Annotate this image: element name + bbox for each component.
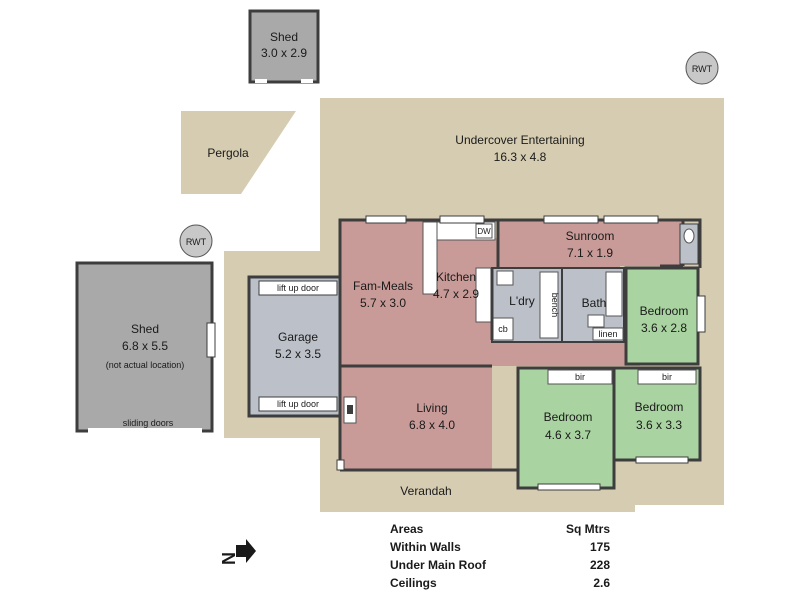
north-arrow: N	[218, 539, 256, 565]
shed-left-name: Shed	[131, 322, 159, 336]
living-size: 6.8 x 4.0	[409, 418, 455, 432]
areas-header: Areas Sq Mtrs	[390, 520, 610, 538]
living-name: Living	[416, 401, 447, 415]
bedroom-3-size: 3.6 x 3.3	[636, 418, 682, 432]
areas-row: Within Walls 175	[390, 538, 610, 556]
shed-left-note: (not actual location)	[106, 360, 185, 370]
areas-row: Under Main Roof 228	[390, 556, 610, 574]
rwt-right-label: RWT	[692, 64, 713, 74]
fam-meals-name: Fam-Meals	[353, 279, 413, 293]
undercover-entertaining: Undercover Entertaining 16.3 x 4.8	[320, 98, 724, 197]
bedroom-2-size: 4.6 x 3.7	[545, 428, 591, 442]
garage-name: Garage	[278, 330, 318, 344]
rwt-right: RWT	[685, 51, 719, 85]
bedroom-3-bir: bir	[662, 372, 672, 382]
bedroom-2: bir Bedroom 4.6 x 3.7	[516, 366, 616, 491]
rwt-left: RWT	[179, 224, 213, 258]
areas-row-value: 228	[589, 558, 610, 572]
areas-row-label: Within Walls	[390, 540, 461, 554]
garage-size: 5.2 x 3.5	[275, 347, 321, 361]
areas-row-label: Ceilings	[390, 576, 437, 590]
shed-top: Shed 3.0 x 2.9	[248, 9, 320, 84]
sunroom-name: Sunroom	[566, 229, 615, 243]
areas-row-label: Under Main Roof	[390, 558, 486, 572]
windows	[336, 215, 659, 471]
areas-header-label: Areas	[390, 522, 424, 536]
shed-top-name: Shed	[270, 30, 298, 44]
fam-meals-size: 5.7 x 3.0	[360, 296, 406, 310]
bedroom-1: Bedroom 3.6 x 2.8	[624, 266, 706, 366]
hallway	[492, 342, 640, 366]
bath: Bath linen	[561, 267, 625, 343]
ldry-name: L'dry	[509, 294, 535, 308]
bedroom-1-name: Bedroom	[640, 304, 689, 318]
kitchen-size: 4.7 x 2.9	[433, 287, 479, 301]
areas-row-value: 175	[589, 540, 610, 554]
areas-table: Areas Sq Mtrs Within Walls 175 Under Mai…	[390, 520, 610, 592]
undercover-size: 16.3 x 4.8	[494, 150, 547, 164]
bedroom-2-bir: bir	[575, 372, 585, 382]
pergola-name: Pergola	[207, 146, 249, 160]
areas-header-value: Sq Mtrs	[565, 522, 610, 536]
garage-door-top: lift up door	[277, 283, 319, 293]
verandah-name: Verandah	[400, 484, 451, 498]
bath-linen: linen	[598, 329, 617, 339]
shed-left-door: sliding doors	[123, 418, 174, 428]
areas-row-value: 2.6	[593, 576, 610, 590]
north-letter: N	[218, 552, 238, 565]
undercover-name: Undercover Entertaining	[455, 133, 584, 147]
ldry-cb: cb	[498, 324, 508, 334]
kitchen-dw: DW	[477, 227, 491, 236]
bedroom-3: bir Bedroom 3.6 x 3.3	[612, 366, 702, 464]
shed-left: Shed 6.8 x 5.5 (not actual location) sli…	[75, 261, 216, 434]
shed-left-size: 6.8 x 5.5	[122, 339, 168, 353]
bedroom-3-name: Bedroom	[635, 400, 684, 414]
ldry-bench: bench	[550, 293, 560, 318]
sunroom-size: 7.1 x 1.9	[567, 246, 613, 260]
garage-door-bottom: lift up door	[277, 399, 319, 409]
areas-row: Ceilings 2.6	[390, 574, 610, 592]
north-arrow-icon	[236, 539, 256, 563]
pergola: Pergola	[181, 111, 296, 194]
kitchen-name: Kitchen	[436, 270, 476, 284]
bath-name: Bath	[582, 296, 607, 310]
bedroom-2-name: Bedroom	[544, 410, 593, 424]
bedroom-1-size: 3.6 x 2.8	[641, 321, 687, 335]
laundry: L'dry cb bench	[491, 267, 563, 343]
rwt-left-label: RWT	[186, 237, 207, 247]
shed-top-size: 3.0 x 2.9	[261, 46, 307, 60]
sunroom-wc	[679, 223, 699, 265]
garage: lift up door lift up door Garage 5.2 x 3…	[247, 275, 348, 418]
